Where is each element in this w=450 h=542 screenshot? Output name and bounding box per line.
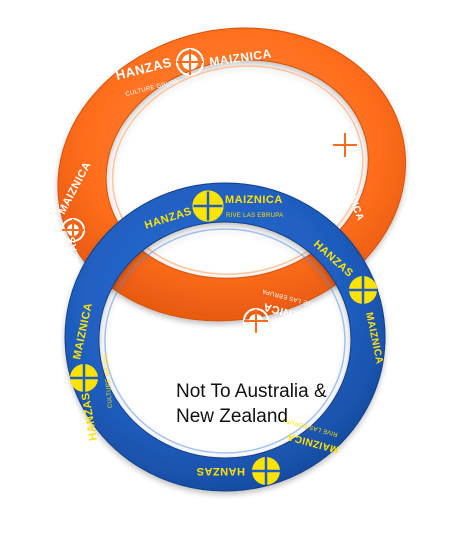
target-logo-icon <box>70 364 98 392</box>
caption-line-2: New Zealand <box>176 406 288 427</box>
target-logo-icon <box>252 457 280 485</box>
region-restriction-caption: Not To Australia & New Zealand <box>176 379 376 429</box>
blue-brand-left-4: HANZAS <box>196 465 245 477</box>
target-logo-icon <box>192 190 224 222</box>
target-logo-icon <box>332 132 358 158</box>
caption-line-1: Not To Australia & <box>176 381 327 402</box>
target-logo-icon <box>349 276 377 304</box>
blue-tagline: RIVE LAS EBRUPA <box>226 213 283 219</box>
orange-brand-left-4: HANZAS <box>187 327 240 341</box>
blue-brand-right: MAIZNICA <box>225 194 283 206</box>
target-logo-icon <box>176 48 204 76</box>
blue-tagline-2: CULTURE GRUPA <box>103 354 114 409</box>
target-logo-icon <box>243 308 269 334</box>
blue-ring <box>64 182 386 492</box>
target-logo-icon <box>61 218 85 242</box>
orange-ring <box>57 27 407 322</box>
